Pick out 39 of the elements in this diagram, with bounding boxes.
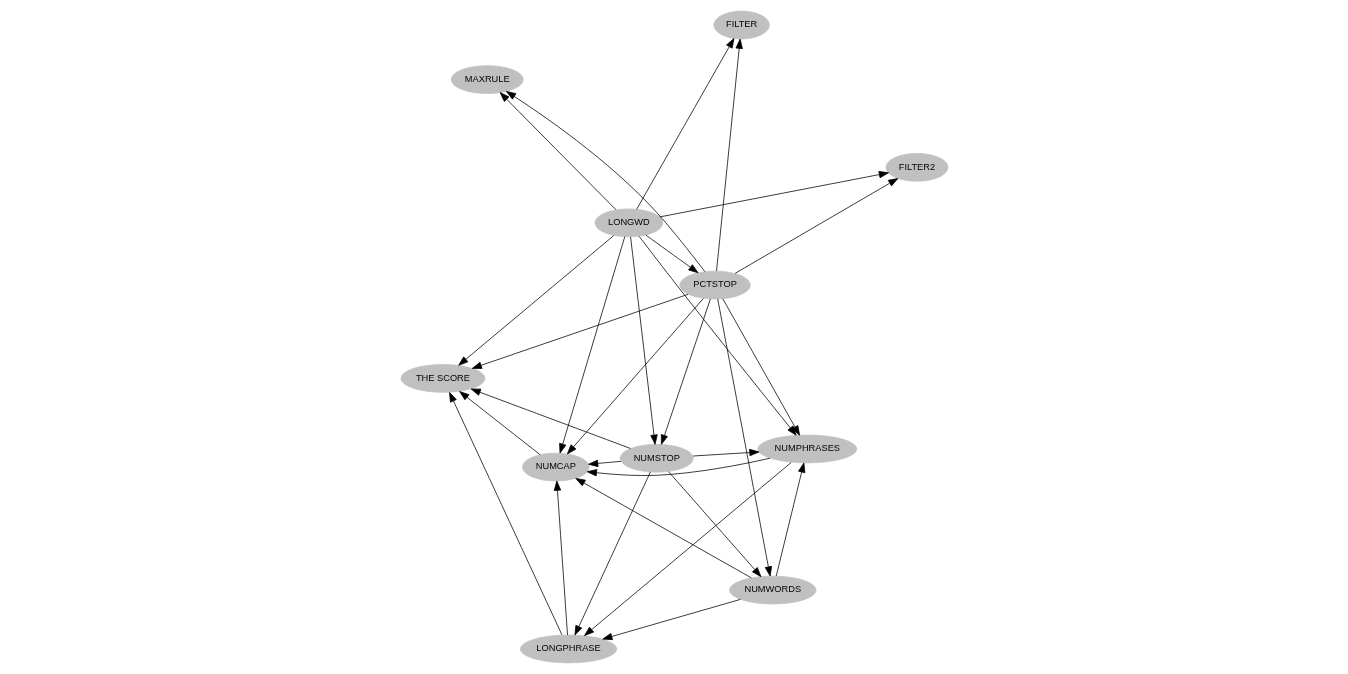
node-ellipse: FILTER: [712, 10, 770, 40]
arrow: [471, 293, 689, 369]
arrow: [558, 236, 625, 454]
node-ellipse: PCTSTOP: [678, 270, 751, 300]
arrow: [499, 92, 616, 211]
arrow: [635, 38, 734, 210]
arrow: [734, 178, 898, 274]
arrow: [587, 459, 621, 467]
arrow: [470, 388, 631, 449]
node-ellipse: THE SCORE: [400, 364, 485, 393]
arrow: [505, 91, 705, 273]
arrow: [644, 234, 698, 274]
arrow: [692, 448, 759, 457]
arrow: [574, 478, 752, 579]
arrow: [601, 599, 741, 640]
node-ellipse: LONGWD: [594, 208, 663, 238]
arrow: [660, 298, 711, 445]
arrow: [553, 480, 568, 636]
arrow: [638, 235, 797, 436]
arrow: [775, 462, 805, 577]
arrow: [583, 462, 792, 636]
arrow: [658, 171, 889, 218]
arrow: [716, 298, 772, 577]
node-ellipse: NUMPHRASES: [756, 434, 857, 464]
arrow: [457, 235, 614, 366]
node-ellipse: NUMWORDS: [728, 575, 816, 605]
arrow: [458, 391, 541, 456]
node-ellipse: NUMCAP: [521, 452, 590, 482]
node-ellipse: FILTER2: [885, 153, 948, 182]
node-ellipse: NUMSTOP: [619, 443, 694, 473]
arrow: [586, 457, 770, 477]
arrow: [715, 38, 743, 272]
arrow: [566, 298, 704, 455]
node-ellipse: MAXRULE: [450, 65, 524, 94]
arrow: [448, 392, 562, 636]
arrow: [629, 236, 658, 445]
arrow: [721, 298, 800, 436]
arrow: [574, 471, 651, 636]
arrow: [667, 471, 761, 578]
